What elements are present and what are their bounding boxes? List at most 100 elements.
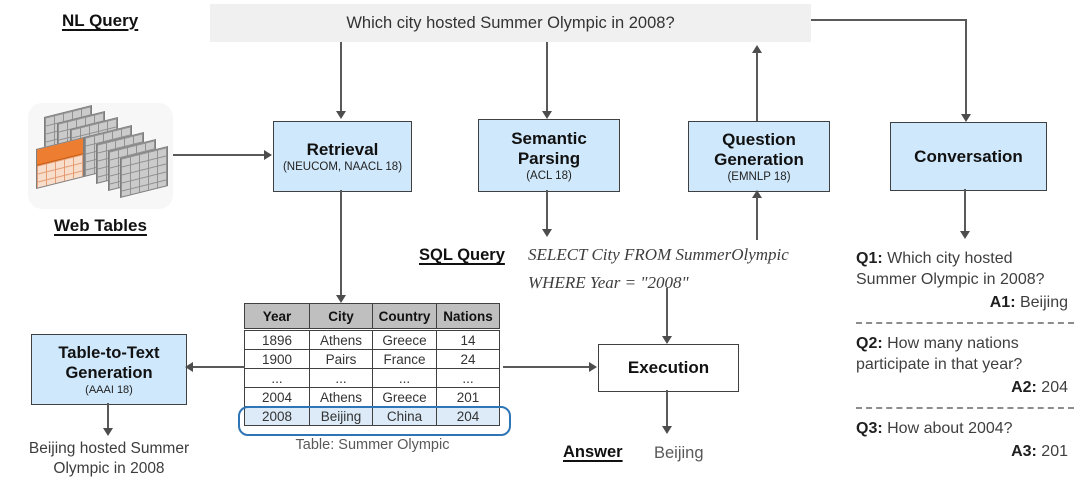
table-cell: Athens	[309, 330, 373, 350]
arrowhead-down	[336, 111, 346, 119]
table-cell: 1900	[244, 349, 310, 369]
a-label: A3:	[1011, 443, 1037, 460]
table-cell: 204	[436, 406, 500, 426]
arrow-execution-to-answer	[666, 390, 668, 427]
web-tables-icon	[28, 103, 173, 209]
node-title: Semantic Parsing	[511, 129, 587, 168]
arrow-banner-to-retrieval	[340, 42, 342, 111]
table-header: Year	[244, 303, 310, 329]
table-cell: Greece	[372, 330, 437, 350]
qa-item: Q3: How about 2004? A3: 201	[856, 418, 1074, 462]
nl-query-label: NL Query	[62, 11, 139, 30]
answer-label: Answer	[563, 443, 623, 461]
nl-query-text: Which city hosted Summer Olympic in 2008…	[346, 13, 675, 32]
arrowhead-down	[961, 114, 971, 122]
node-subtitle: (NEUCOM, NAACL 18)	[282, 161, 403, 173]
table-cell: 1896	[244, 330, 310, 350]
arrow-table-to-text-to-output	[107, 403, 109, 429]
table-row-highlighted: 2008 Beijing China 204	[244, 406, 500, 426]
arrowhead-down	[542, 229, 552, 237]
sql-query-label: SQL Query	[419, 246, 505, 264]
node-title: Table-to-Text Generation	[58, 344, 160, 382]
a-label: A2:	[1011, 379, 1037, 396]
node-table-to-text: Table-to-Text Generation (AAAI 18)	[31, 334, 187, 405]
arrowhead-down	[662, 336, 672, 344]
table-cell: Greece	[372, 387, 437, 407]
table-cell: China	[372, 406, 437, 426]
q-label: Q3:	[856, 420, 883, 437]
arrow-sql-to-question-generation	[756, 197, 758, 240]
table-cell: France	[372, 349, 437, 369]
a-text: 201	[1041, 443, 1068, 460]
node-retrieval: Retrieval (NEUCOM, NAACL 18)	[273, 121, 412, 192]
node-title: Retrieval	[306, 140, 379, 159]
node-title: Question Generation	[714, 130, 804, 169]
table-cell: Athens	[309, 387, 373, 407]
sql-line-2: WHERE Year = "2008"	[528, 273, 689, 292]
web-tables-label: Web Tables	[54, 216, 147, 235]
node-conversation: Conversation	[890, 122, 1047, 191]
q-text: How about 2004?	[887, 420, 1013, 437]
arrowhead-down	[336, 295, 346, 303]
node-semantic-parsing: Semantic Parsing (ACL 18)	[478, 119, 620, 192]
table-header: Nations	[436, 303, 500, 329]
table-cell: ...	[309, 368, 373, 388]
table-cell: ...	[436, 368, 500, 388]
node-subtitle: (ACL 18)	[526, 170, 572, 182]
summer-olympic-table: Year City Country Nations 1896 Athens Gr…	[238, 303, 511, 436]
node-title: Conversation	[914, 146, 1023, 166]
node-subtitle: (AAAI 18)	[85, 384, 133, 396]
answer-value: Beijing	[654, 444, 704, 462]
sql-line-1: SELECT City FROM SummerOlympic	[528, 245, 789, 264]
arrowhead-right	[589, 362, 597, 372]
arrow-table-to-execution	[503, 366, 590, 368]
table-header: Country	[372, 303, 437, 329]
arrowhead-up	[752, 190, 762, 198]
arrow-conversation-to-qa	[964, 189, 966, 232]
a-label: A1:	[989, 294, 1016, 311]
arrowhead-down	[960, 231, 970, 239]
table-cell: 24	[436, 349, 500, 369]
arrow-sql-to-execution	[666, 288, 668, 337]
arrowhead-down	[662, 426, 672, 434]
table-cell: ...	[372, 368, 437, 388]
table-cell: 14	[436, 330, 500, 350]
node-subtitle: (EMNLP 18)	[727, 171, 791, 183]
arrow-retrieval-to-table	[340, 190, 342, 295]
conversation-qa-list: Q1: Which city hosted Summer Olympic in …	[856, 248, 1074, 462]
arrow-semantic-parsing-to-sql	[546, 190, 548, 230]
arrowhead-down	[103, 428, 113, 436]
sql-query-text: SELECT City FROM SummerOlympic WHERE Yea…	[528, 241, 838, 297]
table-row: 1900 Pairs France 24	[244, 349, 500, 369]
node-question-generation: Question Generation (EMNLP 18)	[688, 121, 830, 192]
table-row: 1896 Athens Greece 14	[244, 330, 500, 350]
a-text: 204	[1041, 379, 1068, 396]
a-text: Beijing	[1019, 294, 1068, 311]
table-cell: Beijing	[309, 406, 373, 426]
arrow-table-to-table-to-text	[193, 366, 245, 368]
table-caption: Table: Summer Olympic	[295, 437, 450, 453]
table-cell: 201	[436, 387, 500, 407]
table-to-text-output: Beijing hosted Summer Olympic in 2008	[28, 440, 190, 477]
table-cell: Pairs	[309, 349, 373, 369]
q-text: How many nations participate in that yea…	[856, 335, 1023, 373]
arrowhead-right	[264, 150, 272, 160]
arrow-banner-to-semantic-parsing	[546, 42, 548, 111]
table-cell: ...	[244, 368, 310, 388]
dashed-divider	[856, 407, 1074, 409]
node-title: Execution	[627, 358, 710, 377]
q-label: Q2:	[856, 335, 883, 352]
arrow-question-generation-to-banner	[756, 52, 758, 121]
node-execution: Execution	[598, 344, 739, 392]
nl-query-banner: Which city hosted Summer Olympic in 2008…	[210, 4, 811, 42]
arrowhead-left	[185, 362, 193, 372]
q-label: Q1:	[856, 250, 883, 267]
arrowhead-down	[542, 111, 552, 119]
arrowhead-up	[752, 45, 762, 53]
table-row: ... ... ... ...	[244, 368, 500, 388]
arrow-banner-to-conversation-vertical	[965, 19, 967, 115]
table-header-row: Year City Country Nations	[244, 303, 500, 329]
arrow-web-tables-to-retrieval	[173, 154, 265, 156]
qa-item: Q2: How many nations participate in that…	[856, 333, 1074, 398]
